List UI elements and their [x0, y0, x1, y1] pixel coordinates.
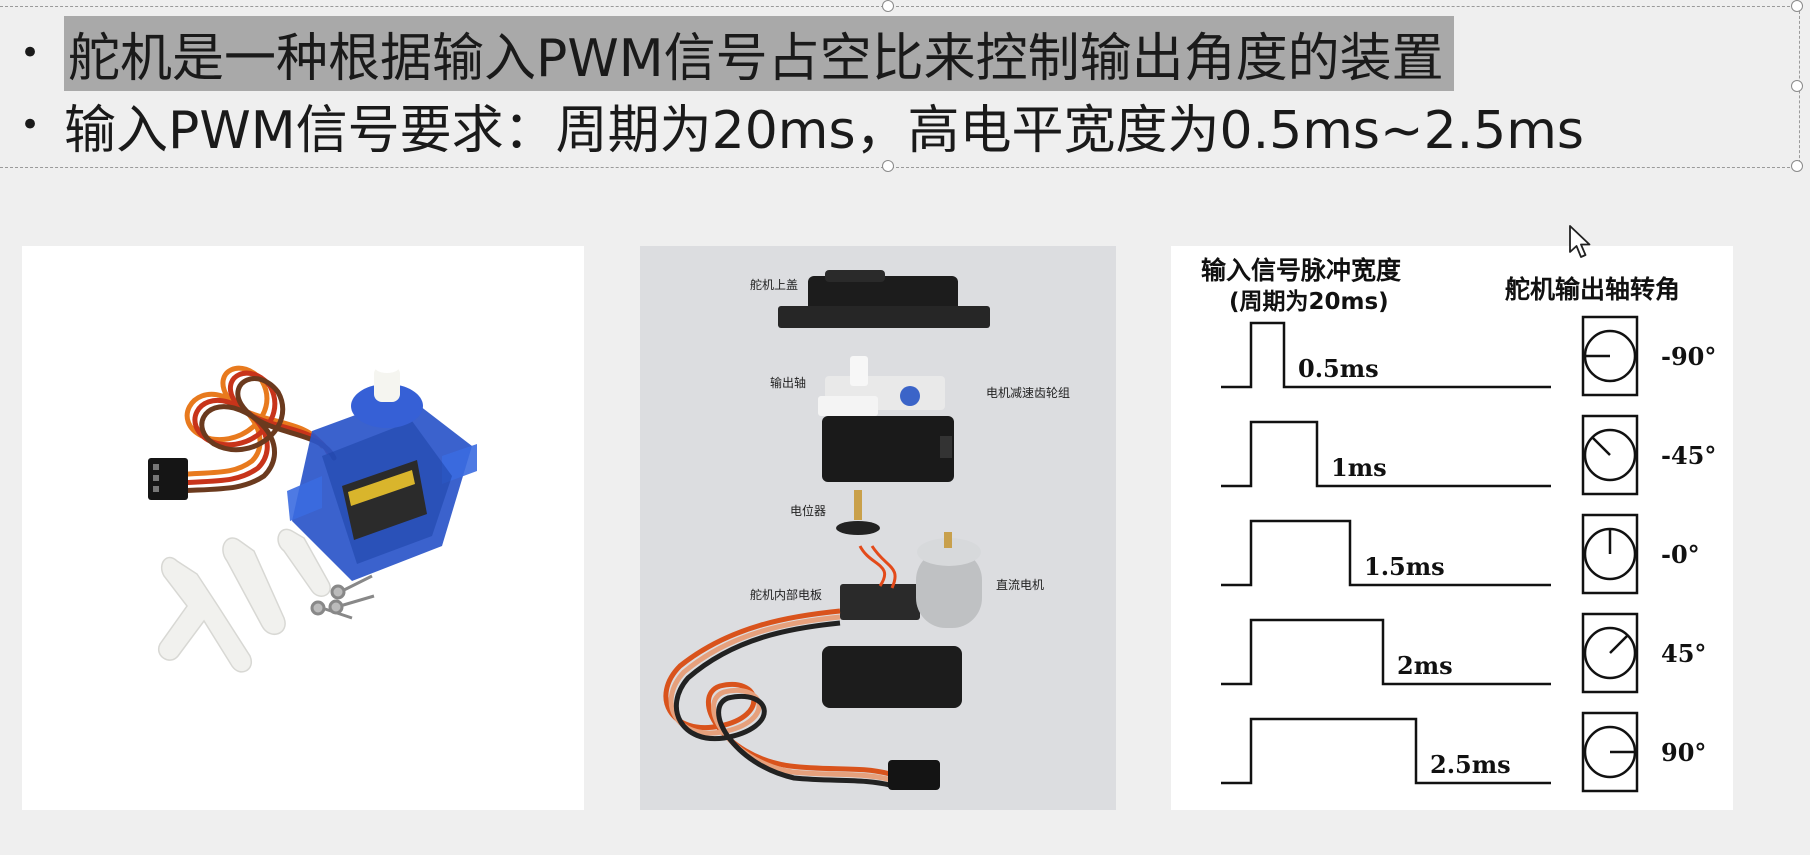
cable-connector: [888, 760, 940, 790]
servo-illustration: [148, 359, 477, 673]
dial-circle-2: [1583, 428, 1637, 482]
pulse-width-label-5: 2.5ms: [1430, 750, 1511, 779]
dial-circle-4: [1583, 626, 1637, 680]
pwm-waveform-5: [1221, 717, 1551, 785]
resize-handle-top-right[interactable]: [1791, 0, 1803, 12]
servo-cable: [663, 608, 895, 789]
resize-handle-middle-right[interactable]: [1791, 80, 1803, 92]
resize-handle-bottom-right[interactable]: [1791, 160, 1803, 172]
servo-disassembly-photo[interactable]: 舵机上盖 输出轴 电机减速齿轮组 电位器 舵机内部电板 直流电机: [640, 246, 1116, 810]
pulse-width-label-3: 1.5ms: [1364, 552, 1445, 581]
text-box[interactable]: • 舵机是一种根据输入PWM信号占空比来控制输出角度的装置 • 输入PWM信号要…: [0, 0, 1803, 172]
pwm-diagram-svg: 输入信号脉冲宽度 (周期为20ms) 舵机输出轴转角 0.5ms -90° 1ms -…: [1201, 256, 1716, 793]
servo-horns: [157, 528, 331, 673]
label-output-shaft: 输出轴: [770, 376, 807, 390]
bottom-case-part: [822, 646, 962, 708]
servo-connector: [148, 458, 188, 500]
pulse-width-label-1: 0.5ms: [1298, 354, 1379, 383]
resize-handle-top-center[interactable]: [882, 0, 894, 12]
servo-photo[interactable]: [22, 246, 584, 810]
label-potentiometer: 电位器: [790, 504, 827, 518]
resize-handle-bottom-center[interactable]: [882, 160, 894, 172]
dial-frame-1: [1581, 315, 1639, 397]
bullet-marker: •: [19, 33, 41, 73]
angle-label-5: 90°: [1661, 738, 1706, 767]
bullet-marker: •: [19, 105, 41, 145]
dial-frame-3: [1581, 513, 1639, 595]
servo-body: [287, 359, 477, 581]
angle-label-2: -45°: [1661, 441, 1716, 470]
label-internal-board: 舵机内部电板: [750, 588, 823, 602]
label-gear-set: 电机减速齿轮组: [986, 386, 1071, 400]
disassembly-illustration: [663, 270, 990, 790]
internal-board-part: [840, 545, 920, 620]
pwm-waveform-4: [1221, 618, 1551, 686]
left-header-line2: (周期为20ms): [1229, 289, 1389, 315]
potentiometer-part: [836, 490, 880, 535]
pulse-width-label-2: 1ms: [1331, 453, 1387, 482]
label-top-cover: 舵机上盖: [750, 278, 799, 292]
pwm-waveform-2: [1221, 420, 1551, 488]
left-header-line1: 输入信号脉冲宽度: [1201, 256, 1401, 285]
dial-frame-2: [1581, 414, 1639, 496]
bullet-text-selected[interactable]: 舵机是一种根据输入PWM信号占空比来控制输出角度的装置: [64, 15, 1454, 91]
angle-label-1: -90°: [1661, 342, 1716, 371]
pwm-angle-diagram[interactable]: 输入信号脉冲宽度 (周期为20ms) 舵机输出轴转角 0.5ms -90° 1ms -…: [1171, 246, 1733, 810]
gear-set-part: [818, 356, 954, 482]
top-cover-part: [778, 270, 990, 328]
dial-needle-4: [1609, 634, 1629, 654]
label-dc-motor: 直流电机: [996, 578, 1045, 592]
pwm-waveform-1: [1221, 321, 1551, 389]
dial-needle-2: [1591, 436, 1611, 456]
angle-label-4: 45°: [1661, 639, 1706, 668]
dc-motor-part: [916, 532, 982, 628]
mouse-cursor-icon: [1569, 225, 1591, 258]
bullet-text[interactable]: 输入PWM信号要求：周期为20ms，高电平宽度为0.5ms~2.5ms: [64, 100, 1585, 161]
dial-frame-5: [1581, 711, 1639, 793]
pwm-rows: 0.5ms -90° 1ms -45° 1.5ms -0° 2ms 45° 2.5ms 90°: [1221, 315, 1716, 793]
pwm-waveform-3: [1221, 519, 1551, 587]
servo-screws: [310, 574, 375, 620]
dial-frame-4: [1581, 612, 1639, 694]
pulse-width-label-4: 2ms: [1397, 651, 1453, 680]
angle-label-3: -0°: [1661, 540, 1700, 569]
right-header: 舵机输出轴转角: [1505, 275, 1680, 304]
